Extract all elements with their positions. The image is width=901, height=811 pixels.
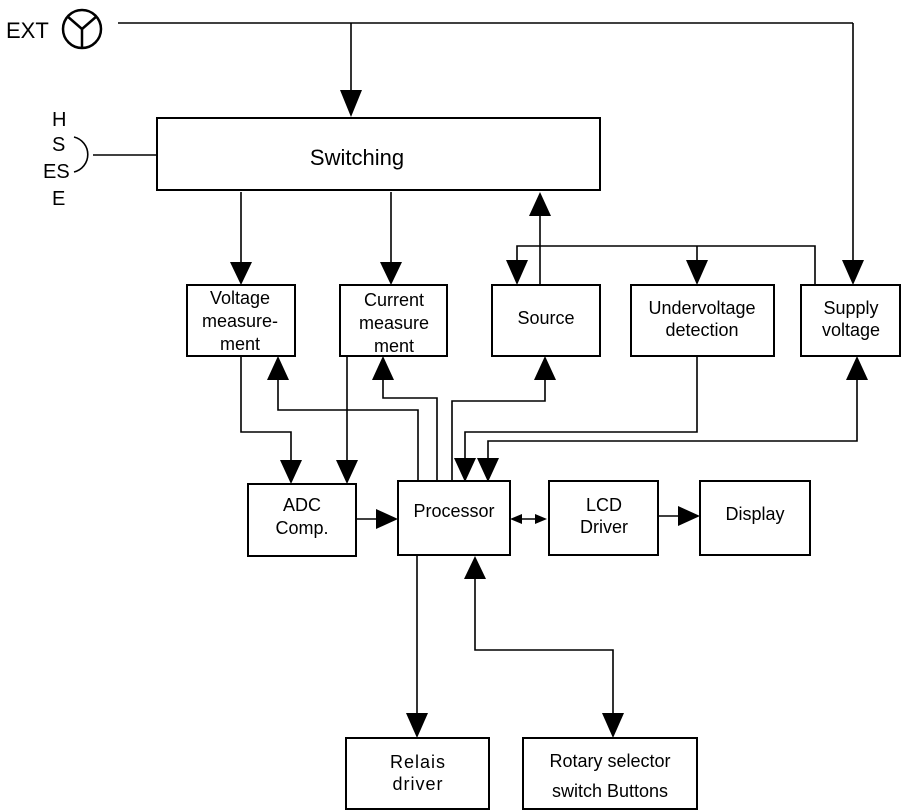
lcd-driver-label-line-1: LCD — [586, 495, 622, 515]
lcd-driver-block: LCD Driver — [548, 480, 659, 556]
terminal-h-label: H — [52, 109, 66, 131]
undervoltage-label-line-1: Undervoltage — [648, 298, 755, 318]
current-measurement-label-line-3: ment — [374, 336, 414, 356]
lcd-driver-label-line-2: Driver — [580, 517, 628, 537]
voltage-measurement-label-line-2: measure- — [202, 311, 278, 331]
ext-connector-icon — [61, 8, 103, 50]
terminal-s-label: S — [52, 134, 65, 156]
current-measurement-block: Current measure ment — [339, 284, 448, 357]
voltage-measurement-label-line-1: Voltage — [210, 288, 270, 308]
rotary-selector-label-line-2: switch Buttons — [552, 781, 668, 801]
supply-voltage-block: Supply voltage — [800, 284, 901, 357]
processor-label: Processor — [413, 501, 494, 521]
undervoltage-detection-block: Undervoltage detection — [630, 284, 775, 357]
adc-comp-label-line-2: Comp. — [275, 518, 328, 538]
adc-comp-label-line-1: ADC — [283, 495, 321, 515]
switching-block: Switching — [156, 117, 601, 191]
display-block: Display — [699, 480, 811, 556]
current-measurement-label-line-1: Current — [364, 290, 424, 310]
voltage-measurement-label-line-3: ment — [220, 334, 260, 354]
relais-driver-block: Relais driver — [345, 737, 490, 810]
terminal-labels: H S ES E — [43, 109, 70, 210]
ext-label: EXT — [6, 18, 49, 43]
source-label: Source — [517, 308, 574, 328]
switching-label: Switching — [310, 145, 404, 170]
display-label: Display — [725, 504, 784, 524]
connection-lines — [118, 22, 858, 715]
voltage-measurement-block: Voltage measure- ment — [186, 284, 296, 357]
source-block: Source — [491, 284, 601, 357]
processor-block: Processor — [397, 480, 511, 556]
rotary-selector-label-line-1: Rotary selector — [549, 751, 670, 771]
arrowheads — [230, 90, 868, 738]
adc-comp-block: ADC Comp. — [247, 483, 357, 557]
supply-voltage-label-line-2: voltage — [822, 320, 880, 340]
terminal-bracket — [73, 136, 89, 173]
relais-driver-label-line-2: driver — [392, 774, 443, 794]
relais-driver-label-line-1: Relais — [390, 752, 446, 772]
terminal-es-label: ES — [43, 161, 70, 183]
terminal-e-label: E — [52, 188, 65, 210]
undervoltage-label-line-2: detection — [665, 320, 738, 340]
supply-voltage-label-line-1: Supply — [823, 298, 878, 318]
rotary-selector-block: Rotary selector switch Buttons — [522, 737, 698, 810]
current-measurement-label-line-2: measure — [359, 313, 429, 333]
